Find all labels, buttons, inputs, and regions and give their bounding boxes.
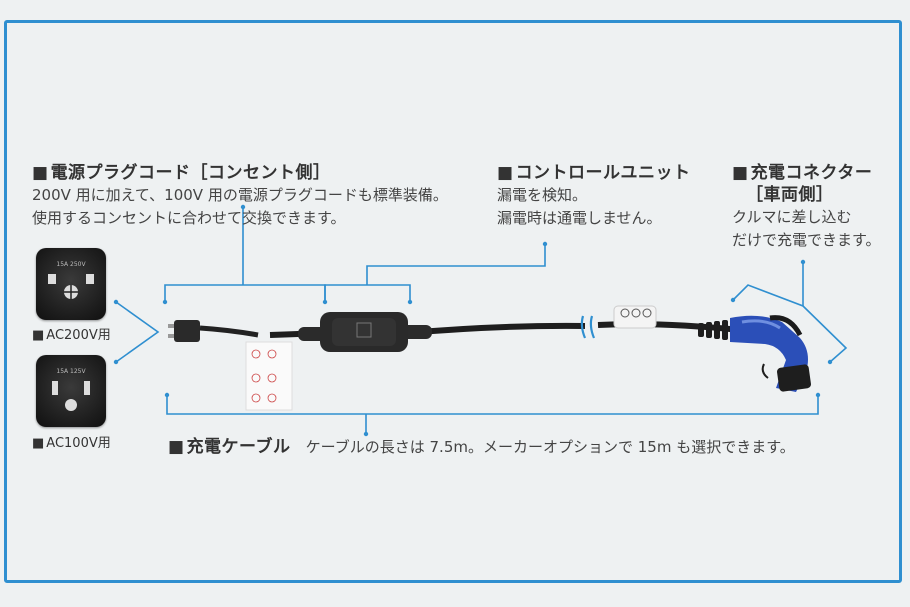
strain-relief bbox=[698, 320, 728, 340]
connector-line-1: クルマに差し込む bbox=[732, 208, 852, 226]
connector-description: クルマに差し込む だけで充電できます。 bbox=[732, 206, 881, 252]
plug-100v-rating: 15A 125V bbox=[56, 368, 86, 375]
connector-heading-sub: ［車両側］ bbox=[746, 185, 834, 205]
power-plug-line-1: 200V 用に加えて、100V 用の電源プラグコードも標準装備。 bbox=[32, 186, 448, 204]
warning-tag bbox=[613, 305, 657, 329]
plug-pointers bbox=[115, 301, 160, 363]
control-unit-bracket bbox=[324, 284, 411, 302]
plug-100v-image: 15A 125V bbox=[36, 355, 106, 427]
plug-cord bbox=[168, 320, 259, 342]
power-plug-bracket bbox=[164, 284, 326, 302]
cable-caption: 充電ケーブル ケーブルの長さは 7.5m。メーカーオプションで 15m も選択で… bbox=[168, 432, 795, 459]
cable-break-mark bbox=[580, 315, 596, 339]
callout-dots bbox=[113, 204, 833, 437]
connector-heading: 充電コネクター bbox=[732, 158, 872, 183]
control-unit-heading: コントロールユニット bbox=[497, 158, 691, 183]
cable-description: ケーブルの長さは 7.5m。メーカーオプションで 15m も選択できます。 bbox=[305, 438, 795, 456]
control-unit-description: 漏電を検知。 漏電時は通電しません。 bbox=[497, 184, 662, 230]
power-plug-description: 200V 用に加えて、100V 用の電源プラグコードも標準装備。 使用するコンセ… bbox=[32, 184, 448, 230]
plug-200v-image: 15A 250V bbox=[36, 248, 106, 320]
cable-segment-2 bbox=[407, 322, 586, 336]
cable-heading: 充電ケーブル bbox=[168, 437, 291, 457]
instruction-sheet bbox=[245, 341, 293, 411]
plug-200v-caption: AC200V用 bbox=[32, 324, 110, 343]
control-unit-line-2: 漏電時は通電しません。 bbox=[497, 209, 662, 227]
power-plug-heading: 電源プラグコード［コンセント側］ bbox=[32, 158, 331, 183]
control-unit-line-1: 漏電を検知。 bbox=[497, 186, 588, 204]
cable-bracket bbox=[166, 395, 819, 415]
charging-connector bbox=[730, 315, 811, 392]
callout-lines bbox=[115, 207, 848, 434]
diagram-frame bbox=[4, 20, 902, 583]
control-unit-leader bbox=[366, 244, 546, 285]
plug-100v-face: 15A 125V bbox=[52, 368, 90, 411]
control-unit-body bbox=[298, 312, 432, 352]
plug-200v-face: 15A 250V bbox=[48, 261, 94, 299]
plug-200v-rating: 15A 250V bbox=[56, 261, 86, 268]
plug-100v-caption: AC100V用 bbox=[32, 432, 110, 451]
connector-line-2: だけで充電できます。 bbox=[732, 231, 881, 249]
power-plug-line-2: 使用するコンセントに合わせて交換できます。 bbox=[32, 209, 346, 227]
